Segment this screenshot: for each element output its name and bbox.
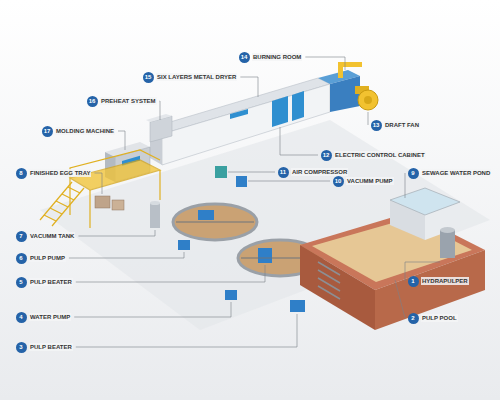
leader-line	[76, 265, 265, 282]
sewage-water-pond	[390, 188, 460, 240]
leader-line	[405, 173, 406, 198]
part-label: ELECTRIC CONTROL CABINET	[334, 151, 426, 159]
leader-line	[228, 172, 275, 173]
control-cabinet	[272, 96, 288, 127]
part-label: AIR COMPRESSOR	[291, 168, 348, 176]
callout-number: 8	[16, 168, 27, 179]
draft-fan	[358, 90, 378, 110]
callout-number: 11	[278, 167, 289, 178]
part-label: VACUMM PUMP	[346, 177, 394, 185]
part-label: DRAFT FAN	[384, 121, 420, 129]
leader-line	[368, 112, 369, 125]
callout-number: 13	[371, 120, 382, 131]
callout-number: 14	[239, 52, 250, 63]
part-label: PREHEAT SYSTEM	[100, 97, 157, 105]
callout-number: 1	[408, 276, 419, 287]
part-label: PULP BEATER	[29, 343, 73, 351]
part-label: MOLDING MACHINE	[55, 127, 115, 135]
burning-room	[318, 62, 378, 112]
part-label: VACUMM TANK	[29, 232, 75, 240]
water-pump	[225, 290, 237, 300]
part-label: PULP BEATER	[29, 278, 73, 286]
pulp-beater	[290, 300, 305, 312]
leader-line	[248, 181, 330, 182]
callout-number: 2	[408, 313, 419, 324]
leader-line	[118, 131, 125, 150]
part-label: HYDRAPULPER	[421, 277, 469, 285]
leader-line	[69, 252, 184, 258]
vacuum-tank	[150, 201, 160, 228]
hydrapulper	[440, 227, 455, 258]
callout-number: 12	[321, 150, 332, 161]
callout-number: 4	[16, 312, 27, 323]
leader-line	[78, 230, 155, 236]
leader-line	[159, 101, 160, 120]
leader-line	[305, 57, 345, 70]
part-label: WATER PUMP	[29, 313, 71, 321]
callout-number: 17	[42, 126, 53, 137]
platform	[40, 150, 160, 228]
pulp-pump	[178, 240, 190, 250]
callout-number: 9	[408, 168, 419, 179]
part-label: PULP POOL	[421, 314, 458, 322]
part-label: SEWAGE WATER POND	[421, 169, 491, 177]
part-label: BURNING ROOM	[252, 53, 302, 61]
part-label: FINISHED EGG TRAY	[29, 169, 91, 177]
part-label: SIX LAYERS METAL DRYER	[156, 73, 237, 81]
leader-line	[240, 77, 258, 97]
preheat-system	[146, 114, 172, 142]
leader-line	[280, 127, 318, 155]
vacuum-pump	[236, 176, 247, 187]
pulp-pool	[300, 212, 485, 330]
air-compressor	[215, 166, 227, 178]
leader-line	[74, 302, 231, 317]
callout-number: 3	[16, 342, 27, 353]
leader-line	[94, 173, 102, 194]
finished-trays	[95, 196, 124, 210]
callout-number: 16	[87, 96, 98, 107]
leader-line	[76, 314, 297, 347]
dryer	[150, 78, 330, 165]
callout-number: 6	[16, 253, 27, 264]
round-pools	[173, 204, 322, 276]
callout-number: 5	[16, 277, 27, 288]
callout-number: 7	[16, 231, 27, 242]
callout-number: 15	[143, 72, 154, 83]
part-label: PULP PUMP	[29, 254, 66, 262]
leader-line	[395, 280, 405, 318]
callout-number: 10	[333, 176, 344, 187]
floor	[40, 120, 490, 330]
